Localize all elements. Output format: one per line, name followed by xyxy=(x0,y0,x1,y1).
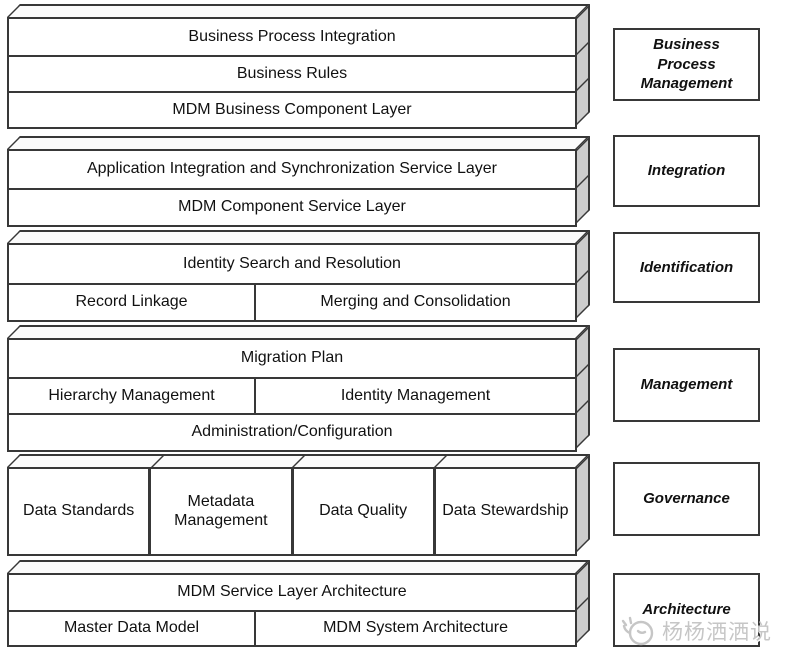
layer-box: Administration/Configuration xyxy=(9,415,575,450)
side-label-integration: Integration xyxy=(613,135,760,207)
stack-top-face xyxy=(7,4,590,17)
stack-front-face: Data Standards Metadata Management Data … xyxy=(7,467,577,556)
layer-box: Hierarchy Management xyxy=(9,379,255,413)
layer-box: Application Integration and Synchronizat… xyxy=(9,151,575,188)
layer-box: Migration Plan xyxy=(9,340,575,377)
layer-box: MDM Service Layer Architecture xyxy=(9,575,575,610)
layer-box: Business Rules xyxy=(9,57,575,91)
stack-top-face xyxy=(7,230,590,243)
stack-right-face xyxy=(577,325,590,448)
layer-box: Master Data Model xyxy=(9,612,255,645)
layer-box: Business Process Integration xyxy=(9,19,575,55)
layer-box: MDM System Architecture xyxy=(254,612,575,645)
stack-front-face: Identity Search and Resolution Record Li… xyxy=(7,243,577,322)
stack-top-face xyxy=(7,136,590,149)
stack-front-face: Migration Plan Hierarchy Management Iden… xyxy=(7,338,577,452)
watermark: 杨杨洒洒说 xyxy=(618,610,785,652)
layer-box: Identity Search and Resolution xyxy=(9,245,575,283)
layer-box: MDM Business Component Layer xyxy=(9,93,575,127)
wink-face-icon xyxy=(621,616,654,646)
stack-top-face xyxy=(7,560,590,573)
stack-front-face: MDM Service Layer Architecture Master Da… xyxy=(7,573,577,647)
layer-box: Identity Management xyxy=(254,379,575,413)
side-label-text: Identification xyxy=(639,258,734,276)
layer-box: Metadata Management xyxy=(148,469,291,554)
layer-box: MDM Component Service Layer xyxy=(9,190,575,225)
stack-front-face: Application Integration and Synchronizat… xyxy=(7,149,577,227)
stack-right-face xyxy=(577,454,590,552)
side-label-text: Business Process Management xyxy=(640,36,733,93)
stack-right-face xyxy=(577,560,590,643)
stack-front-face: Business Process Integration Business Ru… xyxy=(7,17,577,129)
layer-box: Data Standards xyxy=(9,469,149,554)
side-label-architecture: Architecture xyxy=(613,573,760,647)
side-label-text: Governance xyxy=(643,490,730,508)
layer-box: Record Linkage xyxy=(9,285,255,320)
side-label-text: Architecture xyxy=(642,601,731,619)
stack-right-face xyxy=(577,230,590,318)
stack-right-face xyxy=(577,4,590,125)
watermark-text: 杨杨洒洒说 xyxy=(662,620,772,644)
side-label-business-process-management: Business Process Management xyxy=(613,28,760,101)
side-label-governance: Governance xyxy=(613,462,760,536)
stack-top-face xyxy=(7,325,590,338)
side-label-text: Integration xyxy=(647,162,726,180)
stack-top-face xyxy=(7,454,590,467)
side-label-text: Management xyxy=(640,376,733,394)
side-label-identification: Identification xyxy=(613,232,760,303)
layer-box: Data Stewardship xyxy=(432,469,575,554)
stack-right-face xyxy=(577,136,590,223)
layer-box: Merging and Consolidation xyxy=(254,285,575,320)
layer-box: Data Quality xyxy=(290,469,433,554)
side-label-management: Management xyxy=(613,348,760,422)
